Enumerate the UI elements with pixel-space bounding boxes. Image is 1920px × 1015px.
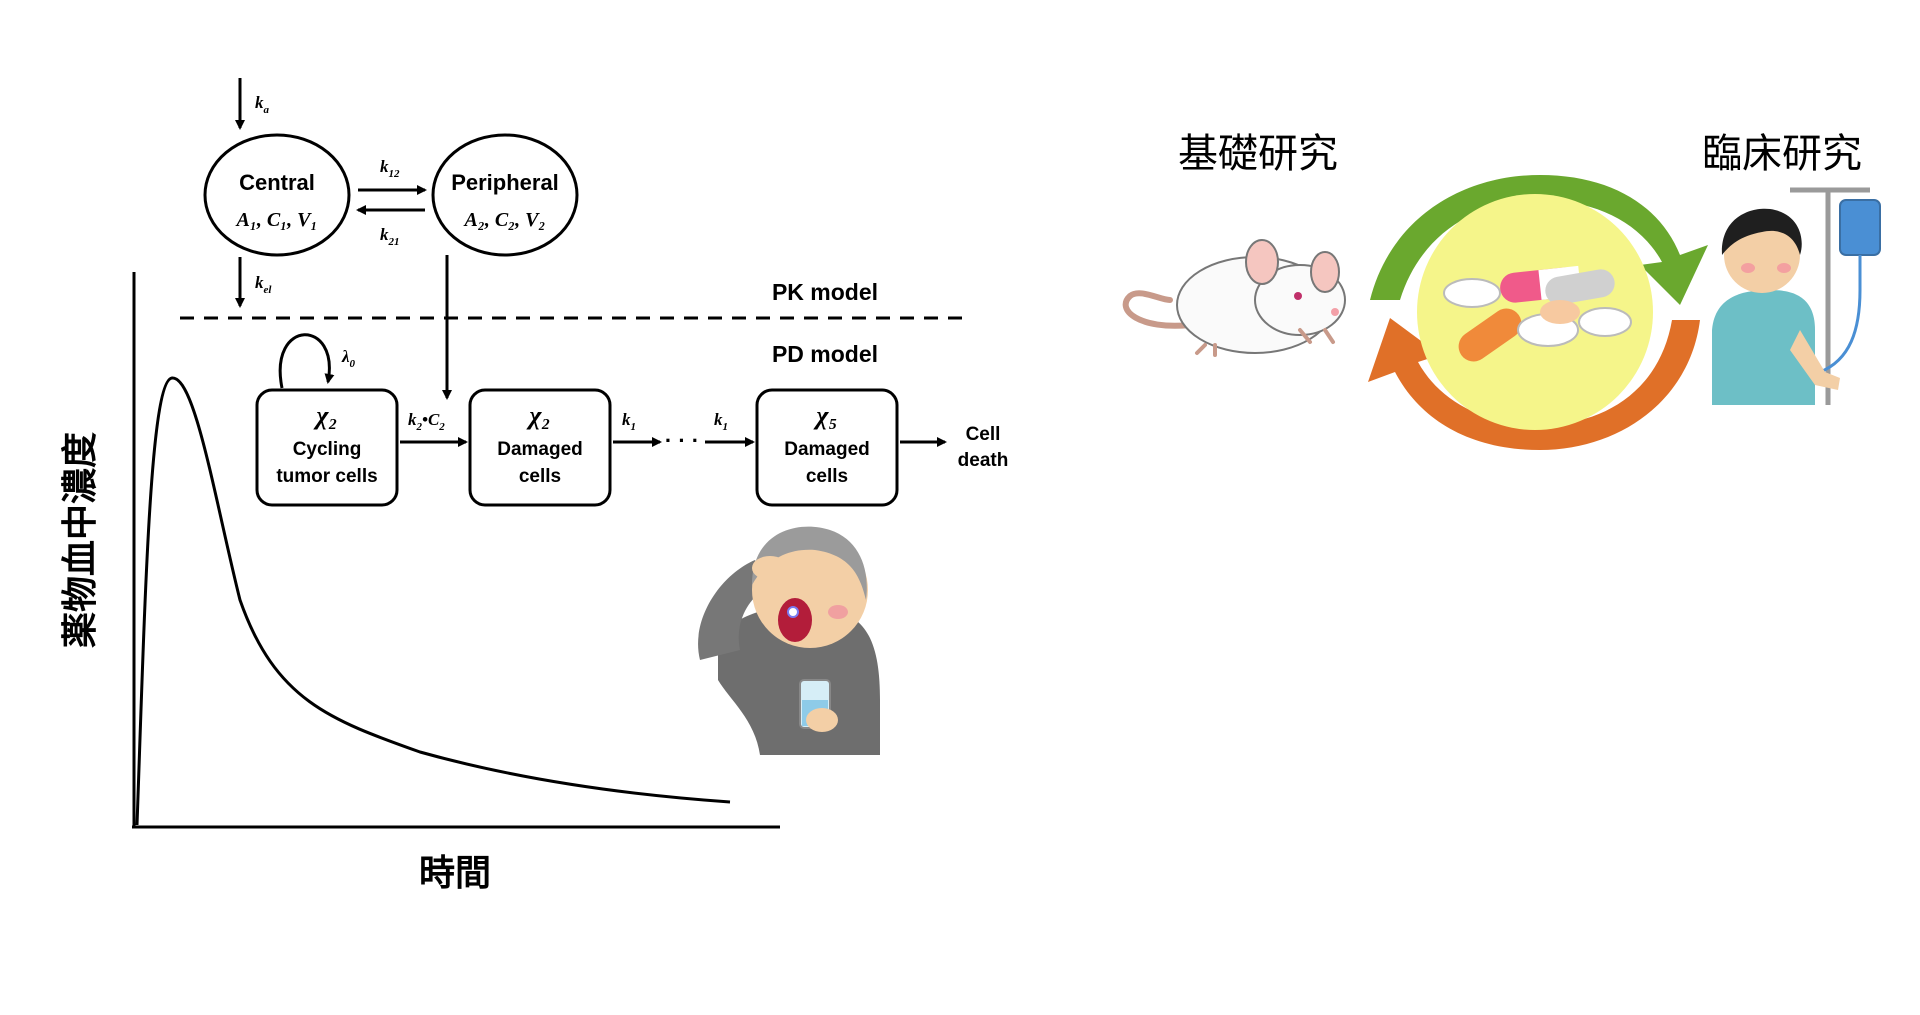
kel-label: kel	[255, 273, 272, 296]
green-cycle-arrow	[1370, 175, 1708, 305]
mouse-ear-right	[1310, 251, 1340, 293]
patient-hair	[1721, 208, 1802, 255]
k1-label-a: k1	[622, 410, 636, 433]
research-cycle: 基礎研究 臨床研究	[1178, 131, 1862, 450]
pill-white-3	[1578, 307, 1632, 337]
mouse-illustration	[1122, 239, 1346, 357]
pd-box-damaged-5	[755, 388, 899, 507]
pkpd-diagram: ka Central A₁, C₁, V₁ Peripheral A₂, C₂,…	[180, 78, 1009, 507]
y-axis-label: 薬物血中濃度	[60, 432, 101, 648]
k2c2-label: k2•C2	[408, 410, 445, 433]
old-man-cheek	[828, 605, 848, 619]
old-man-hand	[752, 556, 788, 580]
pd-box-damaged-1	[468, 388, 612, 507]
x-axis-label: 時間	[419, 853, 491, 894]
clinical-research-label: 臨床研究	[1702, 131, 1862, 177]
old-man-body	[718, 606, 880, 755]
pd-box-damaged-5-symbol: χ₅	[813, 401, 837, 430]
capsule-orange	[1458, 308, 1522, 362]
pd-box-cycling-line1: Cycling	[293, 439, 362, 460]
mouse-eye	[1294, 292, 1302, 300]
lambda-loop	[278, 333, 335, 389]
central-params: A₁, C₁, V₁	[235, 209, 318, 231]
pill-circle	[1417, 194, 1653, 430]
pk-model-label: PK model	[772, 279, 878, 305]
pd-box-damaged-1-line2: cells	[519, 466, 561, 487]
central-name: Central	[239, 170, 315, 195]
pill-in-mouth	[787, 606, 799, 618]
old-man-raised-arm	[698, 560, 770, 660]
peripheral-compartment	[431, 133, 579, 257]
patient-shirt	[1712, 290, 1815, 405]
old-man-mouth	[778, 598, 812, 642]
patient-cheek-right	[1777, 263, 1791, 273]
mouse-ear-left	[1245, 239, 1279, 285]
pill-white-1	[1443, 278, 1501, 308]
peripheral-params: A₂, C₂, V₂	[463, 209, 546, 231]
old-man-glass-hand	[806, 708, 838, 732]
mouse-feet	[1195, 328, 1335, 357]
mouse-nose	[1331, 308, 1339, 316]
orange-cycle-arrow	[1368, 318, 1700, 450]
k12-label: k12	[380, 157, 400, 180]
pill-peach	[1540, 300, 1580, 324]
iv-bag	[1839, 199, 1881, 256]
peripheral-name: Peripheral	[451, 170, 559, 195]
capsule-gray	[1545, 269, 1615, 305]
pd-box-damaged-5-line2: cells	[806, 466, 848, 487]
iv-tube	[1819, 255, 1862, 374]
ka-label: ka	[255, 93, 270, 116]
k1-label-b: k1	[714, 410, 728, 433]
pd-box-cycling-line2: tumor cells	[276, 466, 377, 487]
patient-cheek	[1741, 263, 1755, 273]
basic-research-label: 基礎研究	[1178, 131, 1338, 177]
concentration-curve	[135, 376, 731, 826]
ellipsis: · · ·	[665, 428, 699, 453]
pd-box-cycling	[255, 388, 399, 507]
k21-label: k21	[380, 225, 400, 248]
pd-box-damaged-1-line1: Damaged	[497, 439, 583, 460]
old-man-taking-pill-illustration	[698, 526, 880, 755]
concentration-plot: 薬物血中濃度 時間	[60, 272, 780, 894]
lambda-label: λ0	[341, 347, 356, 370]
old-man-hair	[752, 526, 867, 600]
pd-model-label: PD model	[772, 341, 878, 367]
patient-illustration	[1712, 187, 1881, 405]
patient-arm	[1790, 330, 1840, 390]
cell-death-line1: Cell	[966, 424, 1001, 445]
pd-box-cycling-symbol: χ₂	[313, 401, 337, 430]
central-compartment	[203, 133, 351, 257]
pd-box-damaged-1-symbol: χ₂	[526, 401, 550, 430]
pd-box-damaged-5-line1: Damaged	[784, 439, 870, 460]
mouse-tail	[1122, 290, 1193, 329]
cell-death-line2: death	[958, 450, 1009, 471]
